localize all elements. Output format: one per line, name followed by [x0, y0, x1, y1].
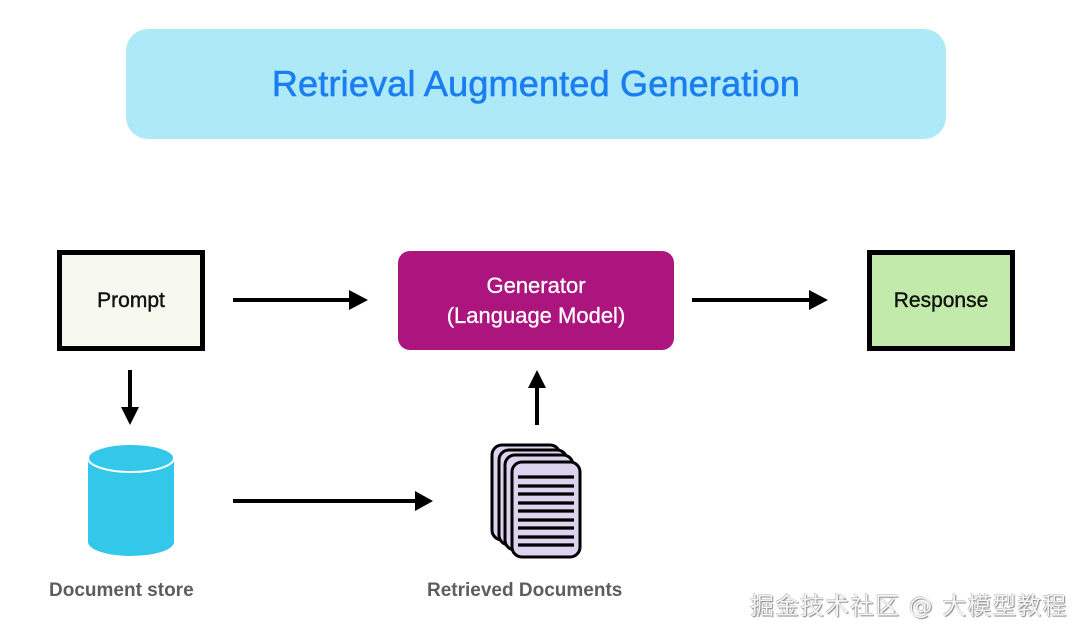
generator-node: Generator (Language Model)	[398, 251, 674, 350]
prompt-label: Prompt	[97, 288, 165, 312]
retrieved-documents-label: Retrieved Documents	[427, 580, 623, 601]
generator-sublabel: (Language Model)	[446, 302, 626, 328]
generator-label: Generator	[486, 272, 586, 298]
arrow-store-to-retrieved	[233, 491, 433, 511]
documents-icon	[490, 443, 582, 559]
arrow-retrieved-to-generator	[528, 370, 546, 425]
diagram-title: Retrieval Augmented Generation	[271, 63, 801, 105]
prompt-node: Prompt	[57, 250, 205, 351]
response-node: Response	[867, 250, 1015, 351]
watermark: 掘金技术社区 @ 大模型教程	[750, 592, 1068, 620]
arrow-prompt-to-document-store	[121, 370, 139, 425]
arrow-generator-to-response	[692, 290, 828, 310]
database-icon	[87, 443, 175, 556]
document-store-label: Document store	[49, 580, 194, 601]
title-banner: Retrieval Augmented Generation	[126, 29, 946, 139]
response-label: Response	[893, 288, 989, 312]
arrow-prompt-to-generator	[233, 290, 368, 310]
